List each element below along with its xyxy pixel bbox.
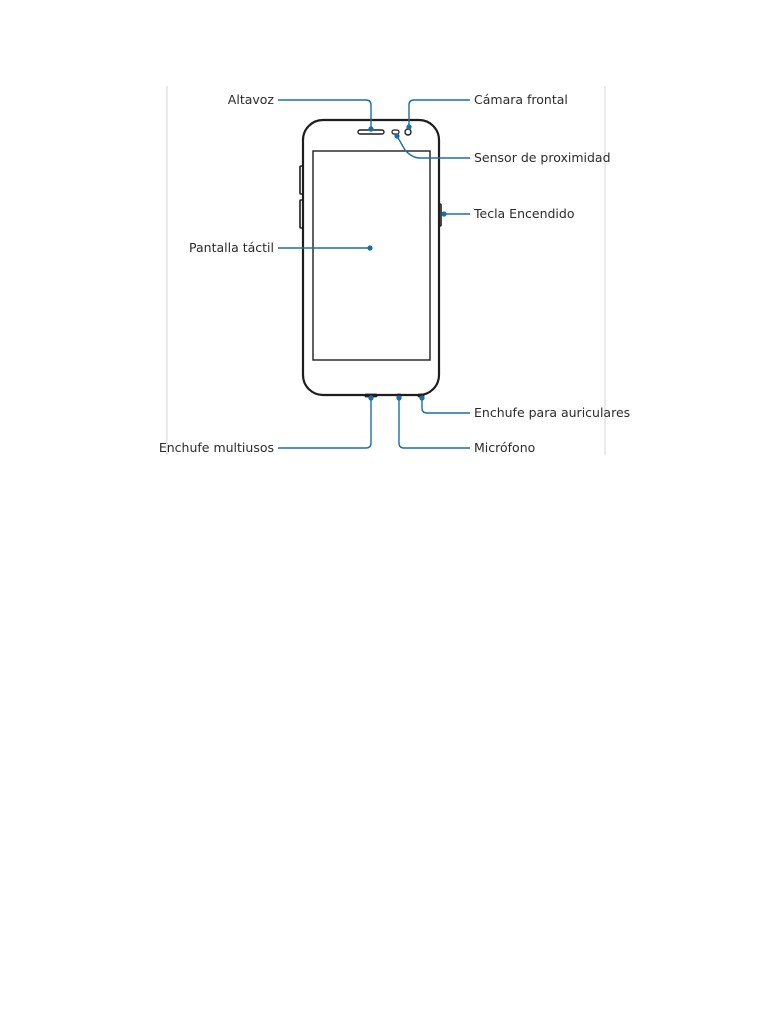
dot-touchscreen — [367, 245, 373, 251]
label-touchscreen: Pantalla táctil — [189, 240, 274, 255]
label-headset-jack: Enchufe para auriculares — [474, 405, 630, 420]
label-power-key: Tecla Encendido — [473, 206, 574, 221]
leader-microphone — [398, 398, 470, 449]
leader-lines — [278, 99, 470, 449]
dot-multipurpose-jack — [368, 395, 374, 401]
dot-proximity-sensor — [394, 133, 400, 139]
label-speaker: Altavoz — [228, 92, 275, 107]
label-front-camera: Cámara frontal — [474, 92, 568, 107]
leader-multipurpose-jack — [278, 398, 372, 449]
dot-headset-jack — [419, 395, 425, 401]
label-multipurpose-jack: Enchufe multiusos — [159, 440, 274, 455]
dot-microphone — [396, 395, 402, 401]
phone-case — [301, 118, 441, 397]
leader-headset-jack — [421, 398, 470, 414]
leader-dots — [367, 124, 447, 401]
dot-speaker — [368, 126, 374, 132]
touchscreen-area — [312, 150, 431, 361]
label-microphone: Micrófono — [474, 440, 535, 455]
leader-proximity-sensor — [396, 135, 470, 159]
label-proximity-sensor: Sensor de proximidad — [474, 150, 611, 165]
leader-speaker — [278, 99, 372, 129]
leader-front-camera — [408, 99, 470, 127]
dot-front-camera — [406, 124, 412, 130]
phone-illustration — [299, 118, 442, 398]
dot-power-key — [441, 211, 447, 217]
